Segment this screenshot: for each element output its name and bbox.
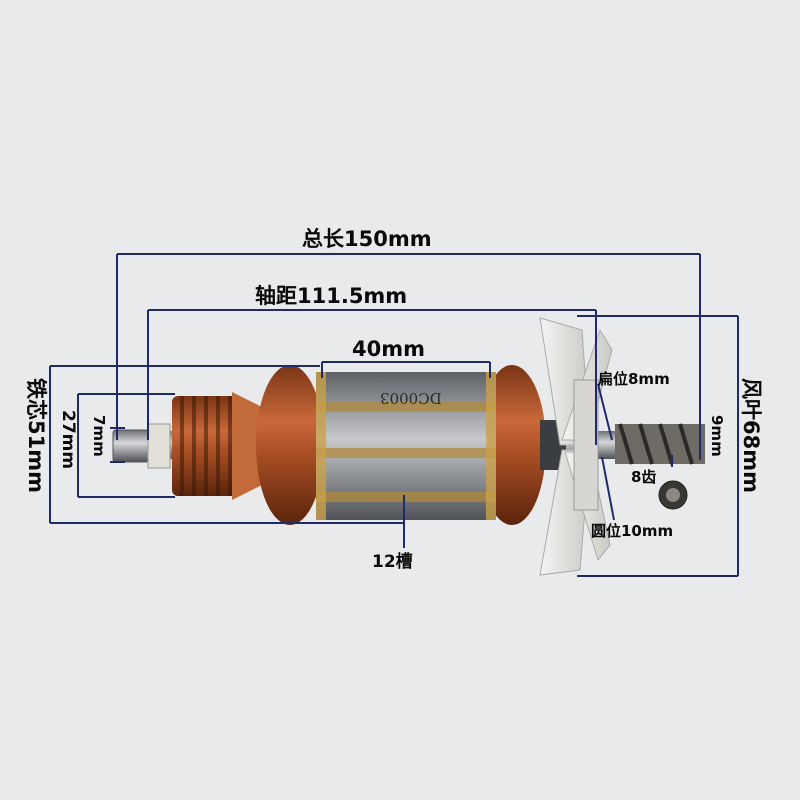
core-marking-text: DC0003 <box>380 389 442 407</box>
label-commutator-diameter: 27mm <box>58 410 78 470</box>
pinion-gear <box>615 423 705 465</box>
label-fan-diameter: 风叶68mm <box>739 378 763 493</box>
label-gear-teeth: 8齿 <box>631 468 657 486</box>
winding-left <box>256 365 324 525</box>
label-round-position: 圆位10mm <box>591 522 674 540</box>
commutator <box>172 392 268 500</box>
label-core-diameter: 铁芯51mm <box>24 378 48 493</box>
label-shaft-span: 轴距111.5mm <box>255 284 408 308</box>
iron-core <box>316 372 496 520</box>
label-slots: 12槽 <box>372 552 413 572</box>
label-flat-position: 扁位8mm <box>598 370 670 388</box>
dimension-lines <box>49 253 739 577</box>
label-total-length: 总长150mm <box>302 227 432 251</box>
label-gear-diameter: 9mm <box>708 415 726 457</box>
shaft-end <box>112 429 150 463</box>
insulator-sleeve <box>147 423 171 469</box>
label-core-length: 40mm <box>352 337 425 361</box>
cooling-fan <box>539 317 613 576</box>
label-shaft-end-diameter: 7mm <box>90 415 108 457</box>
